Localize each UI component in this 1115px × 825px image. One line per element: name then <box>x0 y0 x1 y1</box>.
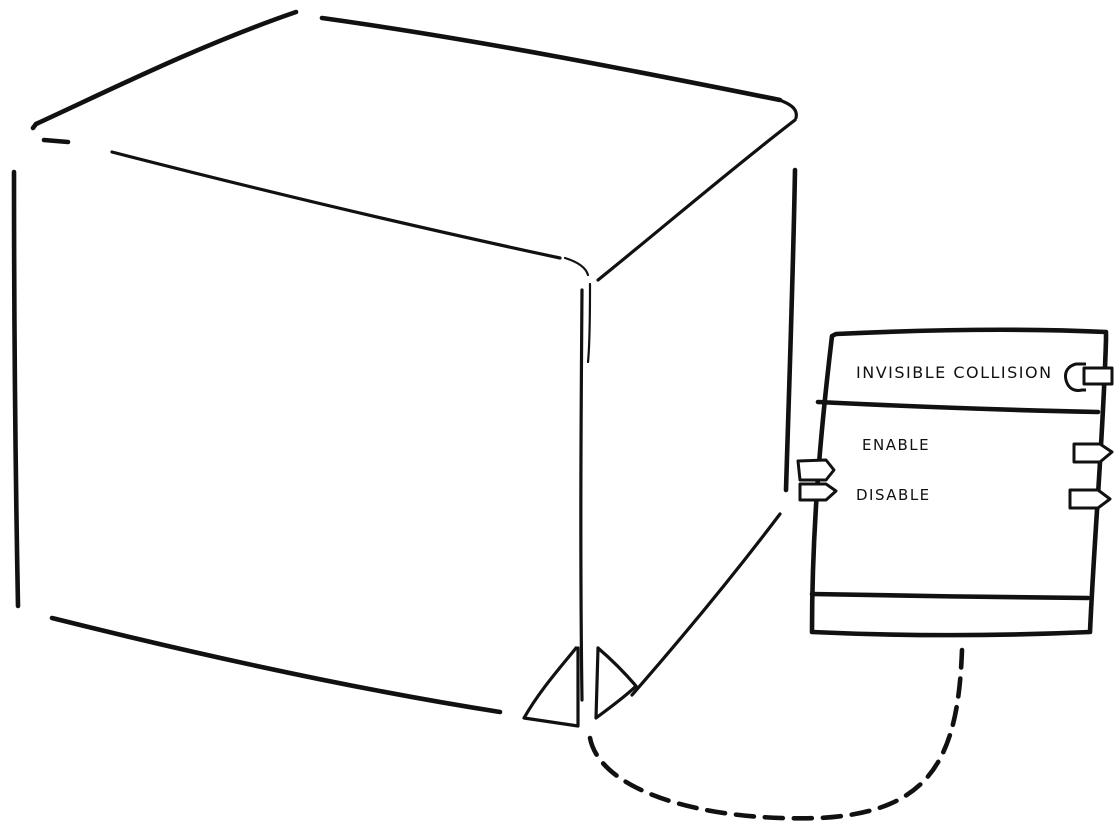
disable-label: DISABLE <box>856 486 931 504</box>
disable-input-pin-icon[interactable] <box>798 482 838 502</box>
disable-output-pin-icon[interactable] <box>1068 488 1112 510</box>
enable-label: ENABLE <box>862 436 930 454</box>
output-pin-icon[interactable] <box>1064 362 1114 392</box>
node-title: INVISIBLE COLLISION <box>856 363 1053 382</box>
enable-output-pin-icon[interactable] <box>1072 442 1114 464</box>
enable-input-pin-icon[interactable] <box>796 458 836 482</box>
collision-node[interactable]: INVISIBLE COLLISION ENABLE DISABLE <box>796 327 1114 638</box>
connector-line <box>587 647 965 821</box>
cube-icon <box>11 9 798 728</box>
